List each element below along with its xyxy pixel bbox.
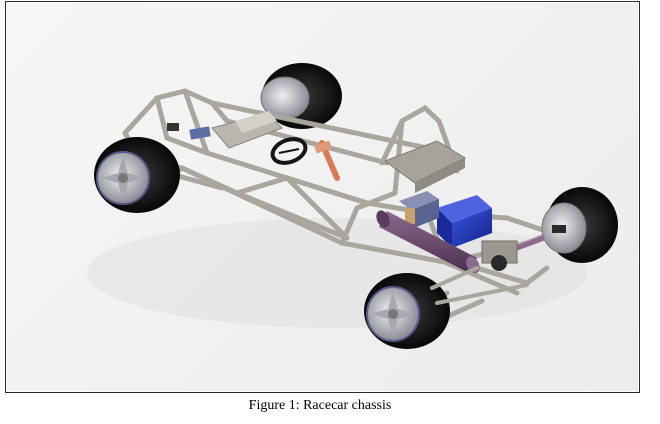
chassis-illustration [87,63,618,349]
rear-right-wheel [541,187,618,263]
rear-firewall-plate [383,140,467,193]
front-right-suspension [430,266,529,305]
steering-column [314,140,340,181]
steering-wheel [270,137,308,165]
front-bulkhead [167,111,283,149]
figure-frame [5,1,640,393]
controller-box [399,191,439,229]
ground-shadow [87,218,587,328]
rear-left-wheel [260,63,342,129]
front-left-wheel [94,137,180,213]
figure-caption: Figure 1: Racecar chassis [248,398,392,413]
chassis-render [7,3,638,391]
front-right-wheel [364,273,450,349]
battery-box [437,195,492,248]
